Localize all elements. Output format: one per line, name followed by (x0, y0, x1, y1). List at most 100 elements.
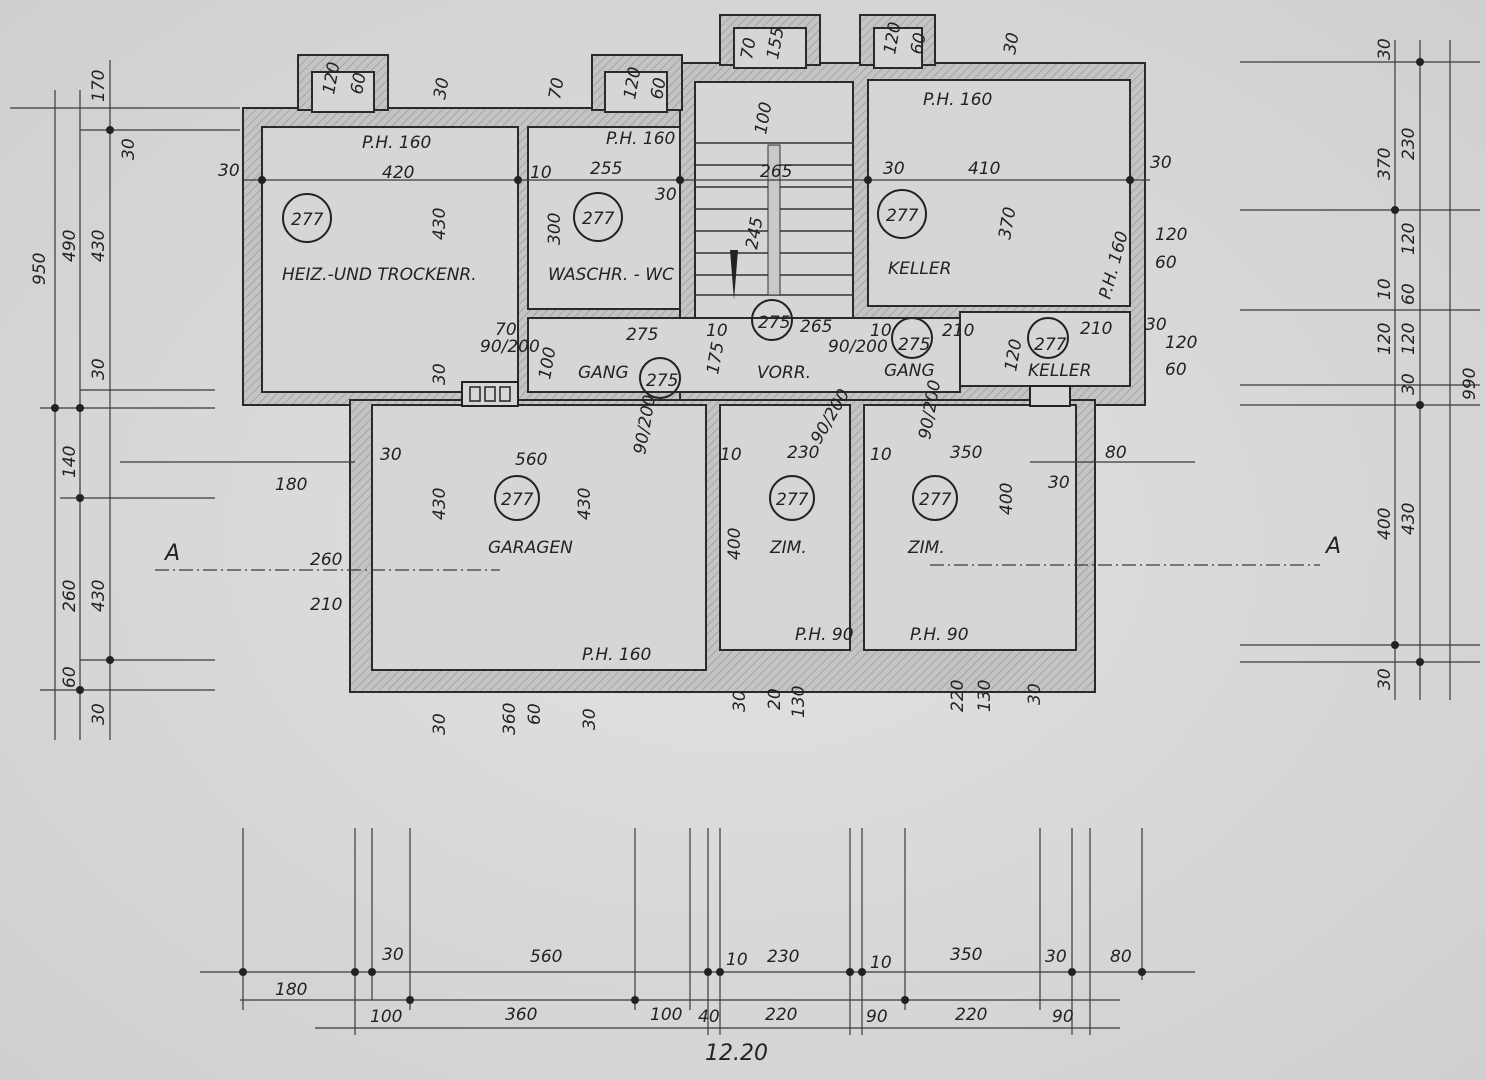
dim-label: 30 (1025, 683, 1045, 705)
walls (242, 14, 1146, 693)
dim-label: 70 (737, 36, 760, 61)
dim-label: 170 (89, 70, 109, 102)
dim-label: 60 (347, 71, 370, 96)
dim-label: 30 (1048, 473, 1070, 493)
room-name: KELLER (1028, 361, 1091, 381)
dim-label: 400 (1375, 508, 1395, 540)
level-marker: 277 (291, 210, 324, 230)
dim-label: 90 (866, 1007, 888, 1027)
dim-label: 30 (430, 76, 453, 101)
room-name: GARAGEN (488, 538, 573, 558)
room-name: VORR. (757, 363, 811, 383)
dim-label: 120 (1399, 223, 1419, 255)
dim-label: 300 (545, 213, 565, 245)
below-plan-dimensions: 30 360 60 30 30 20 130 220 130 30 (430, 680, 1045, 735)
dim-label: 30 (89, 358, 109, 380)
dim-label: 90/200 (480, 337, 540, 357)
section-mark-left: A (163, 541, 180, 566)
dim-label: 230 (767, 947, 799, 967)
dim-label: 30 (1045, 947, 1067, 967)
dim-label: 180 (275, 980, 307, 1000)
room-name: WASCHR. - WC (548, 265, 674, 285)
level-marker: 277 (886, 206, 919, 226)
dim-label: 260 (60, 580, 80, 612)
level-marker: 277 (919, 490, 952, 510)
dim-label: 60 (1155, 253, 1177, 273)
level-marker: 277 (582, 209, 615, 229)
room-names: HEIZ.-UND TROCKENR. WASCHR. - WC KELLER … (282, 259, 1091, 558)
dim-label: 30 (1000, 31, 1023, 56)
dim-label: 10 (720, 445, 742, 465)
dim-label: 30 (580, 708, 600, 730)
right-dimensions: 30 370 230 120 10 60 120 120 30 400 430 … (1048, 38, 1480, 690)
dim-label: 30 (218, 161, 240, 181)
dim-label: 130 (789, 686, 809, 718)
dim-label: 265 (760, 162, 792, 182)
dim-label: 70 (495, 320, 517, 340)
parapet-label: P.H. 160 (582, 645, 651, 665)
dim-label: 220 (765, 1005, 797, 1025)
dim-label: 120 (1399, 323, 1419, 355)
dim-label: 400 (725, 528, 745, 560)
parapet-label: P.H. 160 (923, 90, 992, 110)
parapet-label: P.H. 90 (795, 625, 854, 645)
dim-label: 220 (955, 1005, 987, 1025)
dim-label: 90 (1052, 1007, 1074, 1027)
level-marker: 275 (758, 313, 790, 333)
dim-label: 990 (1460, 368, 1480, 400)
dimension-dots (51, 58, 1424, 1004)
room-name: KELLER (888, 259, 951, 279)
dim-label: 430 (430, 488, 450, 520)
dim-label: 60 (1165, 360, 1187, 380)
dim-label: 370 (1375, 148, 1395, 180)
dim-label: 100 (650, 1005, 682, 1025)
dim-label: 10 (1375, 278, 1395, 300)
dim-label: 60 (647, 76, 670, 101)
dim-label: 80 (1110, 947, 1132, 967)
staircase (695, 142, 853, 300)
dim-label: 950 (30, 253, 50, 285)
dim-label: 560 (530, 947, 562, 967)
dim-label: 210 (310, 595, 342, 615)
dim-label: 210 (1080, 319, 1112, 339)
dim-label: 30 (89, 703, 109, 725)
dim-label: 255 (590, 159, 622, 179)
room-name: ZIM. (907, 538, 945, 558)
dim-label: 140 (60, 446, 80, 478)
dim-label: 30 (1399, 373, 1419, 395)
dim-label: 70 (545, 76, 568, 101)
room-name: GANG (578, 363, 629, 383)
dim-label: 220 (948, 680, 968, 712)
dim-label: 80 (1105, 443, 1127, 463)
dim-label: 360 (500, 703, 520, 735)
dim-label: 120 (1375, 323, 1395, 355)
dim-label: 30 (1150, 153, 1172, 173)
dim-label: 30 (1375, 38, 1395, 60)
dim-label: 430 (430, 208, 450, 240)
dim-label: 230 (1399, 128, 1419, 160)
level-marker: 277 (501, 490, 534, 510)
left-dimensions: 950 490 430 30 140 260 430 60 30 170 30 … (30, 70, 342, 725)
level-markers: 277 277 277 277 275 275 275 277 277 277 (282, 189, 1069, 521)
dim-label: 60 (1399, 283, 1419, 305)
level-marker: 275 (646, 371, 678, 391)
dim-label: 430 (575, 488, 595, 520)
dimension-lines (10, 40, 1480, 1035)
room-name: HEIZ.-UND TROCKENR. (282, 265, 477, 285)
dim-label: 430 (89, 230, 109, 262)
dim-label: 180 (275, 475, 307, 495)
dim-label: 120 (1165, 333, 1197, 353)
dim-label: 490 (60, 230, 80, 262)
top-dimensions: 120 60 30 70 120 60 70 155 120 60 30 (319, 20, 1023, 100)
dim-label: 30 (430, 363, 450, 385)
dim-label: 10 (726, 950, 748, 970)
dim-label: 30 (380, 445, 402, 465)
dim-label: 30 (730, 690, 750, 712)
dim-label: 430 (89, 580, 109, 612)
dim-label: 60 (60, 666, 80, 688)
dim-label: 30 (382, 945, 404, 965)
dim-label: 30 (655, 185, 677, 205)
room-name: ZIM. (769, 538, 807, 558)
dim-label: 400 (997, 483, 1017, 515)
